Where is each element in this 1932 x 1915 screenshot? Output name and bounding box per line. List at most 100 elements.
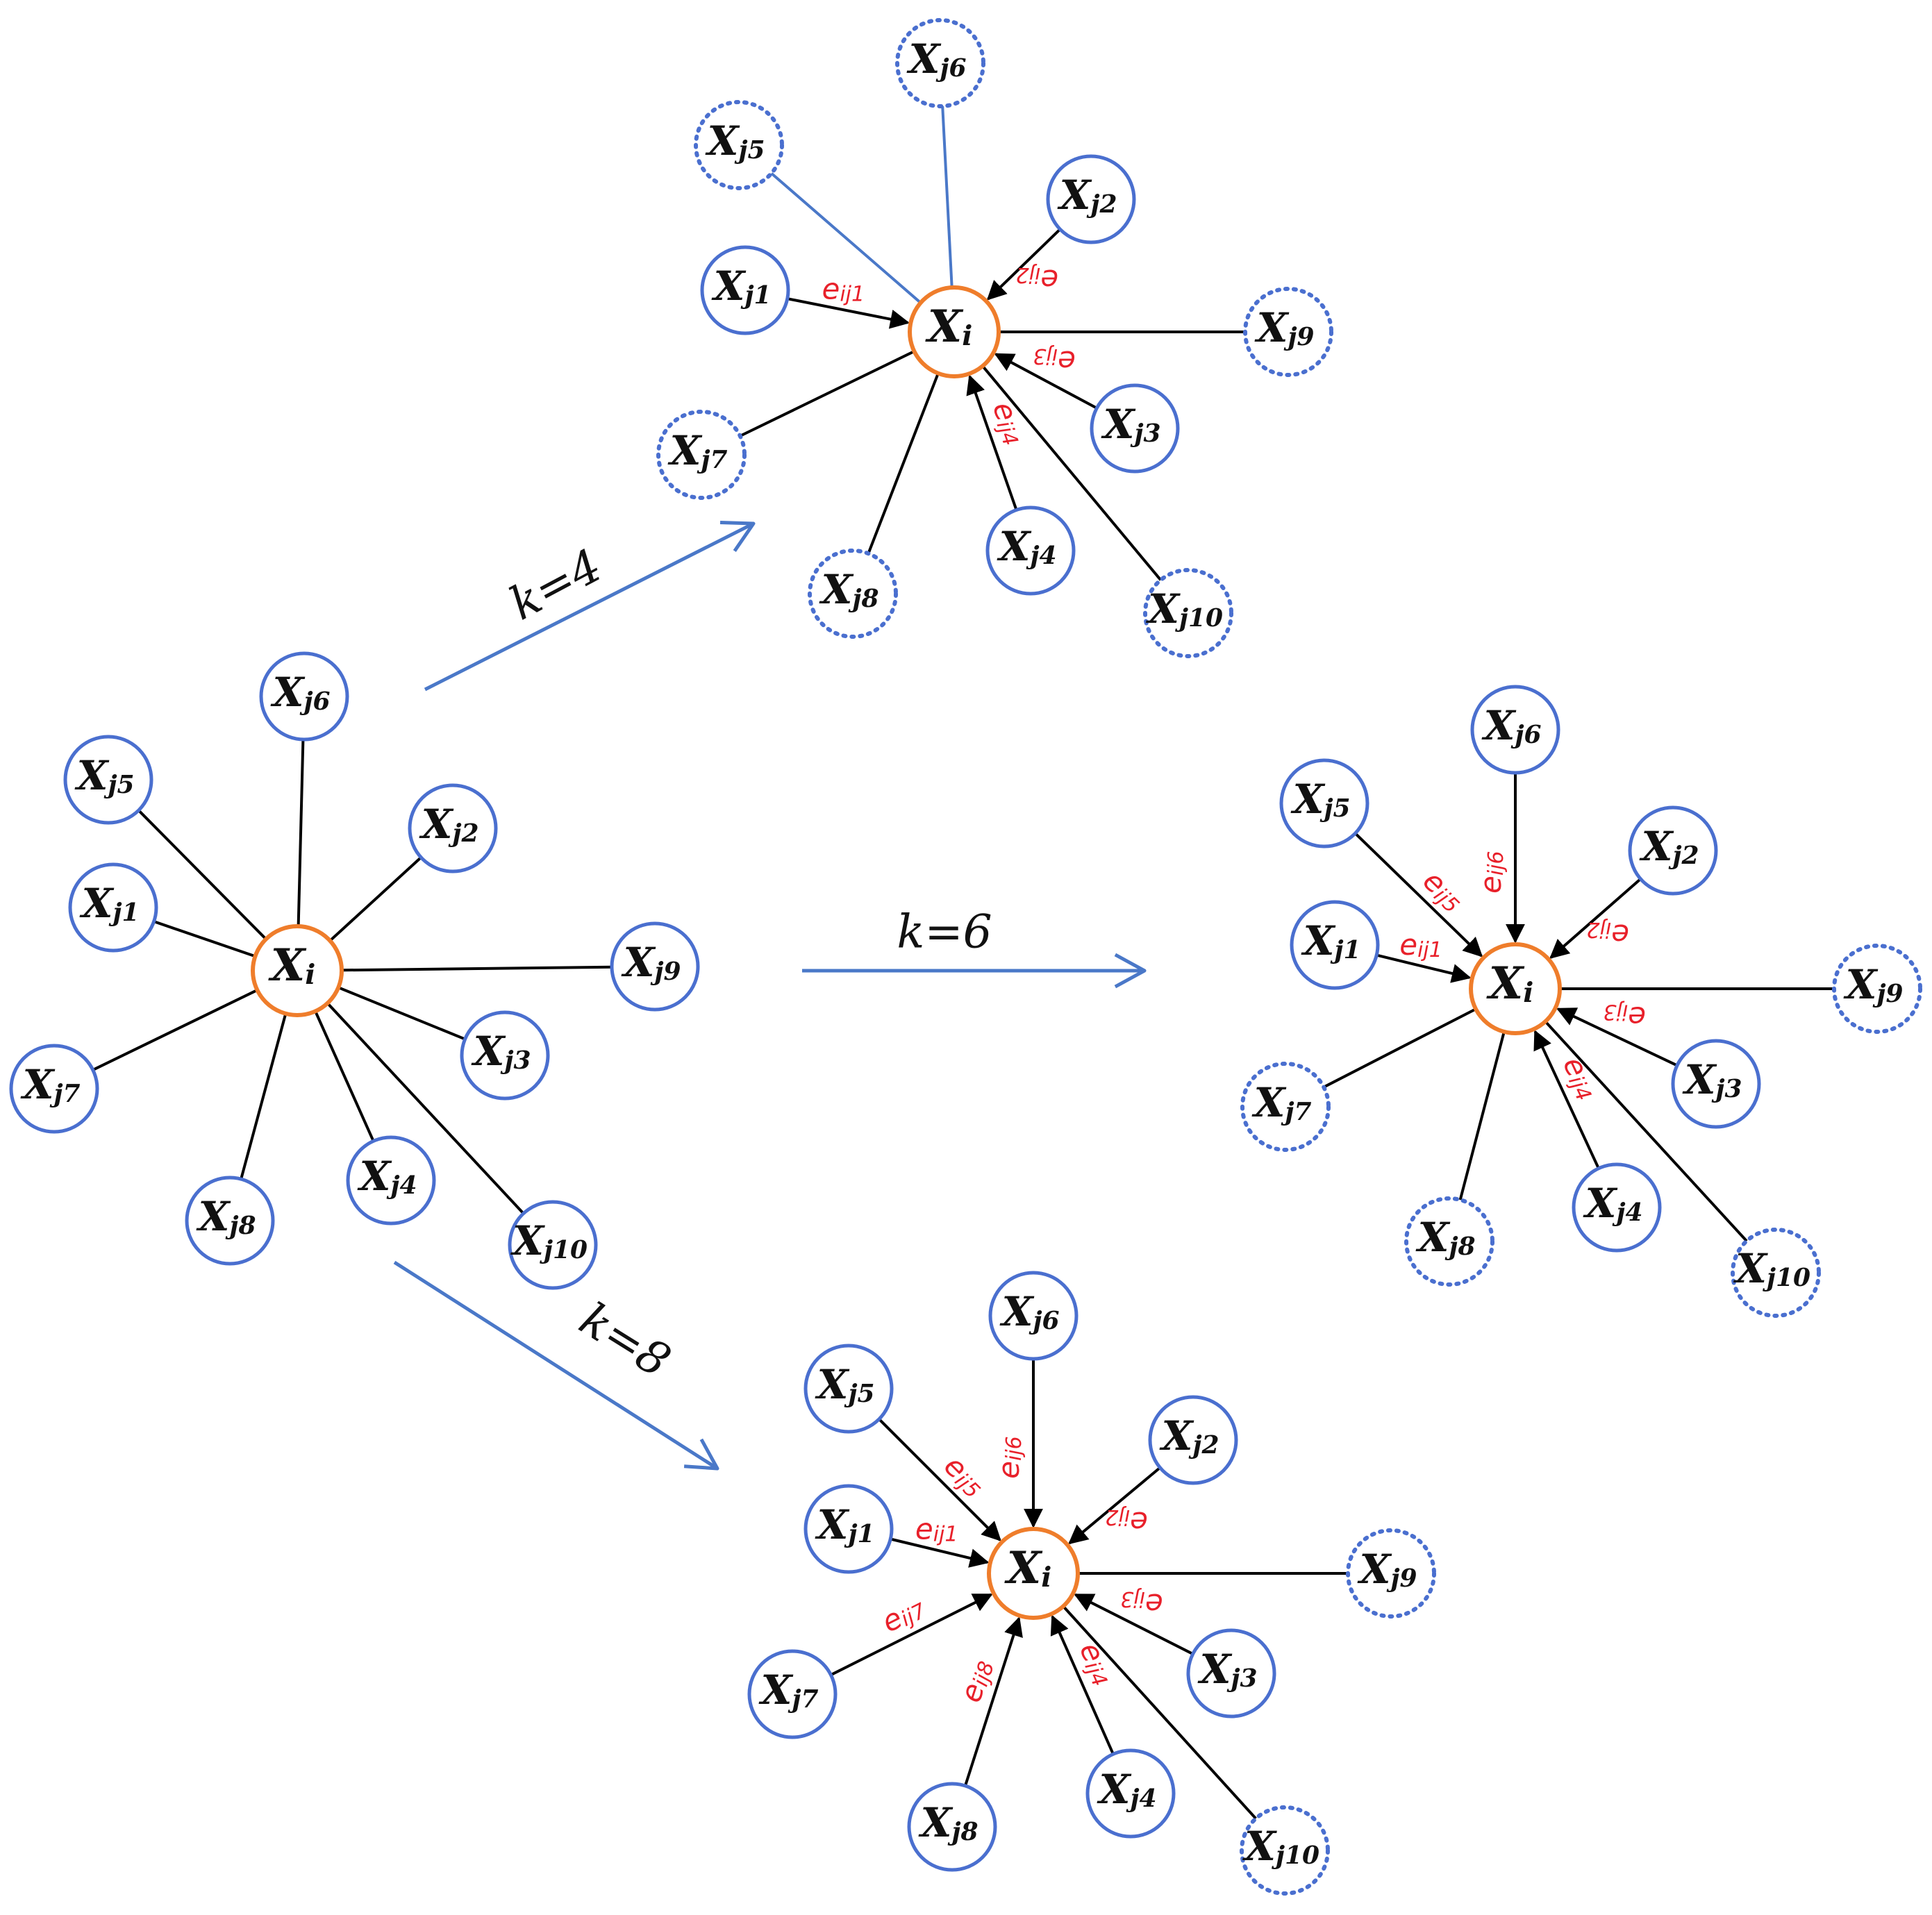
node-label-j6: Xj6 — [1481, 702, 1541, 749]
edge-j2 — [986, 228, 1061, 301]
edge-j1 — [787, 297, 910, 329]
node-label-j9-main: X — [620, 939, 656, 986]
node-label-j2-subscript: j2 — [1188, 1430, 1219, 1460]
edge-j8 — [867, 372, 940, 554]
node-label-j8: Xj8 — [818, 566, 878, 613]
node-label-j1: Xj1 — [814, 1501, 874, 1548]
edge-j8 — [240, 1013, 288, 1180]
edge-label-main: e — [992, 1461, 1026, 1479]
k-label-k8: k=8 — [570, 1292, 679, 1388]
edge-j7 — [1323, 1007, 1476, 1089]
center-node-label-subscript: i — [305, 959, 315, 991]
center-node-label: Xi — [1486, 958, 1534, 1010]
node-label-j9-main: X — [1842, 961, 1878, 1008]
edge-label-subscript: ij1 — [1417, 938, 1442, 962]
node-label-j3-subscript: j3 — [1226, 1664, 1257, 1693]
node-label-j8-main: X — [195, 1193, 231, 1240]
node-label-j3-main: X — [1681, 1056, 1717, 1103]
node-label-j3-main: X — [1100, 401, 1135, 448]
edge-label-subscript: ij2 — [1105, 1505, 1130, 1530]
node-label-j6-subscript: j6 — [1510, 720, 1541, 749]
edges-k6 — [1323, 773, 1834, 1242]
node-j7 — [656, 410, 747, 500]
node-label-j2: Xj2 — [1638, 823, 1699, 870]
node-j7 — [1240, 1062, 1331, 1152]
node-j7 — [9, 1044, 99, 1134]
node-label-j4-subscript: j4 — [1026, 541, 1056, 570]
node-j4 — [346, 1135, 436, 1226]
node-j8 — [907, 1782, 997, 1872]
node-label-j2: Xj2 — [1158, 1412, 1219, 1460]
edge-j2 — [1549, 878, 1642, 960]
edge-label-j2: eij2 — [1016, 263, 1059, 298]
node-j3 — [1671, 1039, 1761, 1129]
transition-arrow-line — [393, 1260, 719, 1471]
node-label-j4-subscript: j4 — [1126, 1784, 1156, 1813]
edge-label-j6: eij6 — [992, 1436, 1026, 1479]
node-label-j10: Xj10 — [1733, 1245, 1810, 1292]
node-label-j7: Xj7 — [1251, 1079, 1311, 1126]
edge-label-j1: eij1 — [915, 1512, 958, 1546]
node-j5 — [694, 100, 784, 190]
edge-label-main: e — [915, 1512, 933, 1546]
node-label-j9: Xj9 — [1254, 304, 1314, 351]
node-label-j4-subscript: j4 — [1612, 1198, 1642, 1227]
edge-j3 — [1074, 1593, 1194, 1655]
node-label-j1: Xj1 — [710, 262, 771, 310]
center-node-label: Xi — [925, 301, 973, 353]
node-j10 — [1731, 1228, 1821, 1318]
node-label-j5: Xj5 — [74, 752, 134, 799]
node-j1 — [68, 862, 158, 953]
node-label-j5: Xj5 — [814, 1361, 874, 1408]
node-label-j6-main: X — [906, 35, 941, 83]
edge-label-j2: eij2 — [1105, 1505, 1148, 1540]
edge-j8 — [1458, 1031, 1506, 1201]
node-label-j4: Xj4 — [1096, 1766, 1156, 1813]
edge-j5 — [138, 809, 267, 940]
edge-label-subscript: ij2 — [1586, 918, 1611, 942]
edge-j7 — [92, 989, 258, 1071]
node-label-j10-main: X — [1733, 1245, 1768, 1292]
node-label-j8: Xj8 — [1415, 1214, 1475, 1261]
edge-label-main: e — [822, 271, 840, 306]
node-j6 — [259, 651, 349, 742]
edge-label-subscript: ij1 — [840, 282, 865, 306]
node-label-j10-main: X — [510, 1217, 545, 1264]
edge-j4 — [314, 1010, 375, 1142]
node-label-j4-main: X — [356, 1153, 392, 1200]
center-node-label-subscript: i — [962, 320, 972, 352]
node-label-j2-main: X — [1158, 1412, 1194, 1460]
node-j8 — [185, 1176, 275, 1266]
node-label-j2-subscript: j2 — [1668, 841, 1699, 870]
node-label-j1: Xj1 — [78, 880, 139, 927]
node-j5 — [1279, 758, 1369, 848]
node-label-j10: Xj10 — [510, 1217, 588, 1264]
transition-k4: k=4 — [424, 520, 756, 692]
node-label-j4-subscript: j4 — [386, 1171, 417, 1200]
edge-label-subscript: ij1 — [933, 1522, 958, 1546]
node-label-j9-subscript: j9 — [1872, 979, 1903, 1008]
node-j5 — [803, 1344, 894, 1434]
transition-arrow-head — [1114, 953, 1147, 989]
edge-j7 — [830, 1593, 993, 1676]
node-label-j2-main: X — [1056, 172, 1092, 219]
edge-j10 — [1544, 1020, 1748, 1242]
edge-label-subscript: ij3 — [1120, 1587, 1145, 1612]
node-label-j10-main: X — [1145, 585, 1181, 633]
node-label-j5-subscript: j5 — [844, 1379, 874, 1408]
node-label-j4-main: X — [1096, 1766, 1131, 1813]
edge-j3 — [1556, 1007, 1678, 1067]
node-label-j7: Xj7 — [758, 1666, 818, 1714]
node-label-j1-main: X — [814, 1501, 849, 1548]
edges-original — [92, 739, 613, 1214]
node-label-j7: Xj7 — [19, 1061, 80, 1108]
node-label-j10-subscript: j10 — [540, 1235, 588, 1264]
node-label-j4-main: X — [1582, 1180, 1617, 1227]
node-label-j3: Xj3 — [1197, 1646, 1257, 1693]
edge-label-j5: eij5 — [1416, 863, 1471, 918]
node-label-j8: Xj8 — [195, 1193, 256, 1240]
node-label-j3: Xj3 — [1100, 401, 1160, 448]
node-j4 — [1085, 1748, 1176, 1839]
edge-label-j6: eij6 — [1474, 851, 1508, 894]
